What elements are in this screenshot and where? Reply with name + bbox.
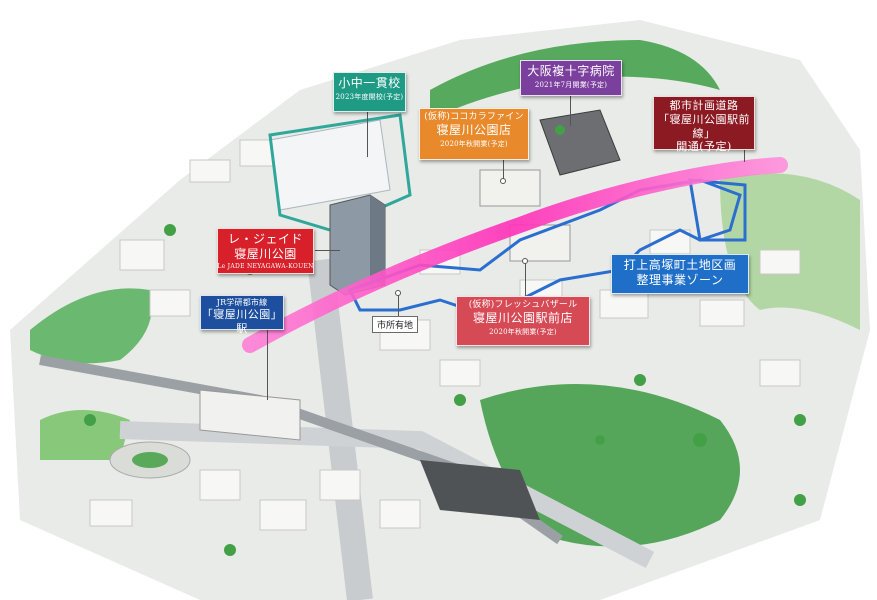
- leader-fresh: [525, 262, 526, 296]
- road-south: [119, 421, 655, 568]
- label-planned-road: 都市計画道路 「寝屋川公園駅前線」 開通(予定): [653, 96, 755, 153]
- leader-station: [267, 330, 268, 400]
- label-school: 小中一貫校 2023年度開校(予定): [333, 72, 406, 112]
- leader-hospital: [570, 96, 571, 126]
- cocokara-building: [479, 169, 541, 207]
- marker-city-land: [395, 290, 401, 296]
- green-strip-south: [40, 410, 130, 460]
- green-area-west: [30, 288, 152, 364]
- lejade-mini: Le JADE NEYAGAWA-KOUEN: [217, 263, 314, 270]
- label-lejade: レ・ジェイド 寝屋川公園 Le JADE NEYAGAWA-KOUEN: [217, 228, 314, 274]
- green-belt-north: [430, 40, 720, 120]
- road-line3: 開通(予定): [676, 140, 732, 154]
- station-line2: 「寝屋川公園」駅: [201, 308, 283, 335]
- zone-outline-east: [688, 178, 747, 242]
- fresh-title: 寝屋川公園駅前店: [472, 311, 573, 326]
- lejade-line1: レ・ジェイド: [227, 232, 303, 246]
- label-zone: 打上高塚町土地区画 整理事業ゾーン: [611, 254, 749, 294]
- station-line1: JR学研都市線: [216, 298, 268, 307]
- school-title: 小中一貫校: [338, 76, 401, 90]
- tunnel: [420, 460, 540, 520]
- planned-road: [242, 157, 788, 353]
- hospital-title: 大阪複十字病院: [527, 64, 615, 78]
- lejade-line2: 寝屋川公園: [234, 247, 297, 261]
- leader-school: [367, 112, 368, 157]
- tag-city-land: 市所有地: [372, 316, 419, 333]
- label-station: JR学研都市線 「寝屋川公園」駅: [200, 295, 284, 335]
- label-cocokara: (仮称)ココカラファイン 寝屋川公園店 2020年秋開業(予定): [419, 108, 529, 160]
- zone-line1: 打上高塚町土地区画: [623, 258, 737, 272]
- leader-lejade: [315, 250, 340, 251]
- road-line2: 「寝屋川公園駅前線」: [658, 112, 750, 140]
- cocokara-title: 寝屋川公園店: [436, 123, 512, 138]
- label-fresh: (仮称)フレッシュバザール 寝屋川公園駅前店 2020年秋開業(予定): [456, 296, 590, 346]
- cocokara-sub: 2020年秋開業(予定): [440, 140, 508, 149]
- label-hospital: 大阪複十字病院 2021年7月開業(予定): [520, 60, 622, 96]
- station-building: [199, 389, 301, 441]
- hospital-sub: 2021年7月開業(予定): [534, 81, 608, 89]
- zone-line2: 整理事業ゾーン: [636, 273, 724, 287]
- fresh-sub: 2020年秋開業(予定): [489, 328, 557, 337]
- leader-cocokara: [503, 160, 504, 182]
- leader-city-land: [398, 294, 399, 316]
- fresh-pre: (仮称)フレッシュバザール: [468, 300, 578, 310]
- marker-cocokara: [500, 178, 506, 184]
- road-line1: 都市計画道路: [669, 99, 739, 112]
- cocokara-pre: (仮称)ココカラファイン: [424, 112, 524, 122]
- marker-fresh: [522, 258, 528, 264]
- school-sub: 2023年度開校(予定): [335, 93, 404, 101]
- leader-road: [744, 150, 745, 162]
- zone-outline: [347, 178, 742, 312]
